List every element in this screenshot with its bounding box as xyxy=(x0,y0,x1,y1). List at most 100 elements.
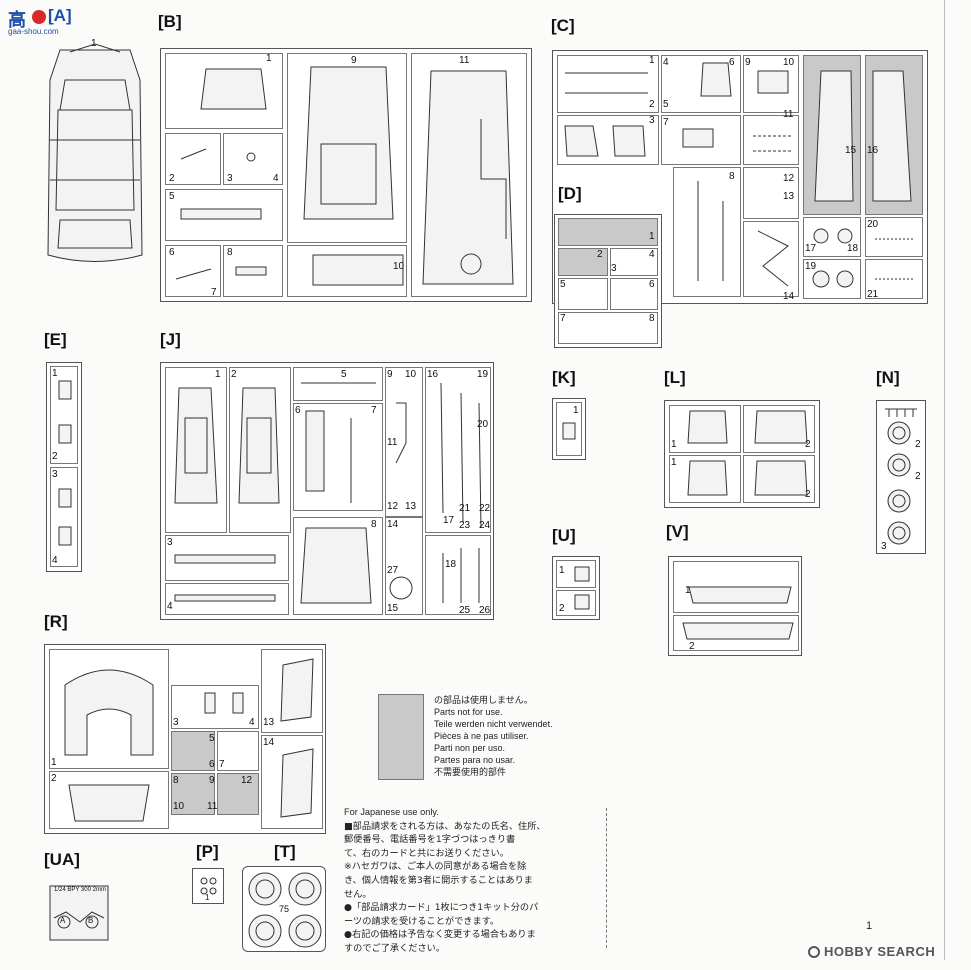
sprue-cell xyxy=(669,405,741,453)
sprue-cell xyxy=(411,53,527,297)
sprue-r-parts xyxy=(64,658,314,822)
part-number: 9 xyxy=(387,369,393,380)
sprue-cell xyxy=(865,259,923,299)
unused-part-cell xyxy=(558,248,608,276)
sprue-cell xyxy=(49,771,169,829)
part-number: 2 xyxy=(52,451,58,462)
sprue-cell xyxy=(261,649,323,733)
sprue-cell xyxy=(673,615,799,651)
part-number: 14 xyxy=(263,737,275,748)
tire-icons xyxy=(248,872,322,948)
sprue-p: 1 xyxy=(192,868,224,904)
sprue-t: 75 xyxy=(242,866,326,952)
part-number: 6 xyxy=(169,247,175,258)
logo-badge-icon xyxy=(32,10,46,24)
part-number: 13 xyxy=(263,717,275,728)
part-number: 20 xyxy=(477,419,489,430)
part-number: 7 xyxy=(560,313,566,324)
section-label-c: [C] xyxy=(551,16,575,35)
sprue-cell xyxy=(556,590,596,616)
sprue-cell xyxy=(171,685,259,729)
notes-line: すのでご了承ください。 xyxy=(344,942,446,954)
sprue-cell xyxy=(425,367,491,533)
sprue-cell xyxy=(558,278,608,310)
sprue-k: 1 xyxy=(552,398,586,460)
sprue-u-parts xyxy=(574,566,590,610)
sprue-cell xyxy=(223,133,283,185)
part-number: 16 xyxy=(867,145,879,156)
notes-line: せん。 xyxy=(344,888,372,900)
page-number: 1 xyxy=(866,920,873,932)
part-number: 1 xyxy=(266,53,272,64)
japanese-notes: For Japanese use only. ■部品請求をされる方は、あなたの氏… xyxy=(344,806,614,956)
part-number: 8 xyxy=(729,171,735,182)
section-label-ua: [UA] xyxy=(44,850,80,869)
part-number: 1 xyxy=(671,457,677,468)
part-number: 2 xyxy=(231,369,237,380)
part-number: 1 xyxy=(205,893,210,902)
sprue-cell xyxy=(223,245,283,297)
part-number: 3 xyxy=(52,469,58,480)
part-number: 11 xyxy=(783,109,794,120)
part-number: 1 xyxy=(649,231,655,242)
part-number: 3 xyxy=(649,115,655,126)
part-number: 7 xyxy=(211,287,217,298)
part-number: 4 xyxy=(167,601,173,612)
section-label-n: [N] xyxy=(876,368,900,387)
section-label-l: [L] xyxy=(664,368,686,387)
part-number: 7 xyxy=(663,117,669,128)
part-number: 18 xyxy=(847,243,859,254)
sprue-j-parts xyxy=(174,382,482,604)
part-number: 10 xyxy=(405,369,417,380)
notes-title: For Japanese use only. xyxy=(344,807,439,817)
part-number: 1 xyxy=(52,368,58,379)
part-number: 2 xyxy=(559,603,565,614)
part-number: 1 xyxy=(573,405,579,416)
sprue-e: 1 2 3 4 xyxy=(46,362,82,572)
part-number: 1 xyxy=(51,757,57,768)
part-number: 19 xyxy=(805,261,817,272)
section-label-u: [U] xyxy=(552,526,576,545)
legend-line: の部品は使用しません。 xyxy=(434,695,533,705)
part-number: 8 xyxy=(371,519,377,530)
notes-line: ※ハセガワは、ご本人の同意がある場合を除 xyxy=(344,861,527,873)
site-logo: 高 [A] gaa-shou.com xyxy=(8,6,72,36)
part-number: 12 xyxy=(387,501,399,512)
part-number: 19 xyxy=(477,369,489,380)
sprue-cell xyxy=(610,248,658,276)
part-number: 9 xyxy=(209,775,215,786)
logo-url: gaa-shou.com xyxy=(8,27,59,36)
part-number: 17 xyxy=(805,243,817,254)
watermark-text: HOBBY SEARCH xyxy=(824,944,936,959)
part-number: 5 xyxy=(663,99,669,110)
notes-line: 郵便番号、電話番号を1字づつはっきり書 xyxy=(344,834,516,846)
part-number: 1 xyxy=(671,439,677,450)
part-number: 3 xyxy=(173,717,179,728)
part-number: 2 xyxy=(51,773,57,784)
part-number: 6 xyxy=(295,405,301,416)
notes-line: き、個人情報を第3者に開示することはありま xyxy=(344,874,533,886)
part-number: 6 xyxy=(209,759,215,770)
part-number: 3 xyxy=(167,537,173,548)
part-number: 3 xyxy=(611,263,617,274)
part-number: 4 xyxy=(663,57,669,68)
sprue-cell xyxy=(803,259,861,299)
sprue-cell xyxy=(165,189,283,241)
part-number: 3 xyxy=(881,541,887,552)
section-label-p: [P] xyxy=(196,842,219,861)
notes-line: ●右記の価格は予告なく変更する場合もありま xyxy=(344,929,536,941)
part-number: 2 xyxy=(597,249,603,260)
sprue-cell xyxy=(165,535,289,581)
part-number: 4 xyxy=(249,717,255,728)
part-number: 2 xyxy=(805,489,811,500)
legend-line: 不需要使用的部件 xyxy=(434,767,507,777)
part-number: 14 xyxy=(783,291,795,302)
part-number: 2 xyxy=(805,439,811,450)
part-number: 4 xyxy=(52,555,58,566)
sprue-cell xyxy=(229,367,291,533)
part-number: 11 xyxy=(387,437,398,448)
sprue-cell xyxy=(217,731,259,771)
section-label-t: [T] xyxy=(274,842,296,861)
part-label-a: A xyxy=(60,916,66,925)
part-number: 1 xyxy=(559,565,565,576)
